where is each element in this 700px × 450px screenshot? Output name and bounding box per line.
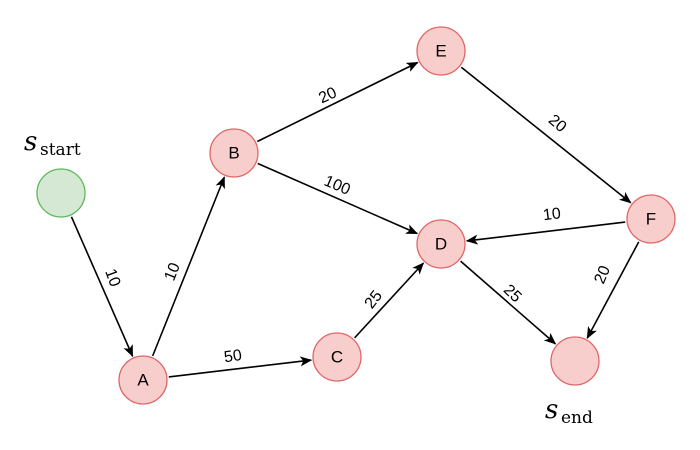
node-start	[36, 168, 86, 218]
edge-weight-A-C: 50	[223, 347, 243, 366]
nodes-layer: A B C D E F	[36, 26, 676, 405]
node-D: D	[416, 219, 466, 269]
edge-weight-F-D: 10	[542, 205, 562, 224]
node-circle-start	[36, 168, 86, 218]
node-circle-F	[626, 194, 676, 244]
node-label-E: E	[435, 42, 446, 61]
edge-A-B	[151, 176, 226, 357]
edge-F-D	[465, 221, 626, 245]
node-A: A	[118, 355, 168, 405]
edge-C-D	[354, 262, 425, 339]
edge-A-C	[168, 356, 313, 378]
node-label-D: D	[435, 235, 447, 254]
edge-start-A	[70, 216, 134, 358]
edge-weight-F-end: 20	[591, 263, 614, 286]
node-circle-C	[312, 332, 362, 382]
start-node-label-sub: start	[40, 140, 81, 160]
node-label-F: F	[646, 210, 656, 229]
node-circle-B	[209, 128, 259, 178]
end-node-label-sub: end	[561, 408, 593, 428]
node-C: C	[312, 332, 362, 382]
edge-B-E	[256, 61, 419, 143]
node-circle-A	[118, 355, 168, 405]
edge-weight-B-E: 20	[316, 84, 339, 107]
end-node-label-main: s	[545, 395, 558, 425]
edge-weight-start-A: 10	[101, 267, 123, 290]
node-end	[550, 336, 600, 386]
edge-F-end	[586, 241, 640, 339]
node-E: E	[416, 26, 466, 76]
node-circle-D	[416, 219, 466, 269]
node-circle-end	[550, 336, 600, 386]
node-label-A: A	[137, 371, 149, 390]
node-F: F	[626, 194, 676, 244]
node-B: B	[209, 128, 259, 178]
edge-weight-D-end: 25	[500, 282, 525, 307]
start-node-label-main: s	[24, 127, 37, 157]
edge-E-F	[460, 66, 632, 204]
node-label-C: C	[331, 348, 343, 367]
edge-weight-A-B: 10	[162, 260, 184, 283]
node-label-B: B	[228, 144, 239, 163]
edge-weight-B-D: 100	[321, 173, 352, 199]
edge-weight-E-F: 20	[545, 112, 570, 137]
node-circle-E	[416, 26, 466, 76]
edge-B-D	[257, 162, 419, 235]
edge-D-end	[460, 260, 557, 345]
